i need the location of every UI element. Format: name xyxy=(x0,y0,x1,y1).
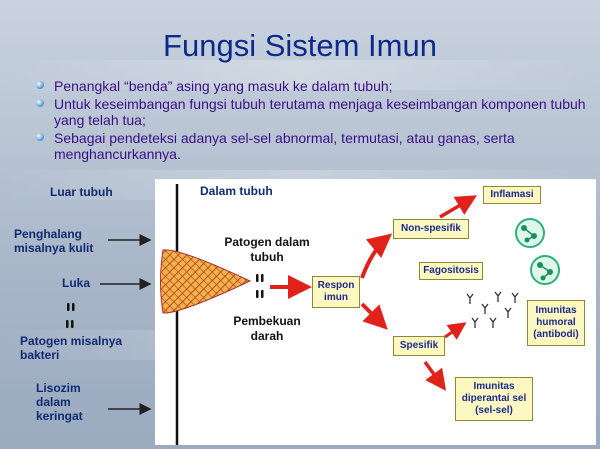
box-phagocytosis: Fagositosis xyxy=(419,262,483,280)
inflammation-cell-icon xyxy=(515,218,545,248)
arrow-to-inflammation xyxy=(439,195,478,219)
bullet-text: Sebagai pendeteksi adanya sel-sel abnorm… xyxy=(54,130,515,162)
box-nonspecific: Non-spesifik xyxy=(393,219,469,239)
label-wound: Luka xyxy=(62,276,91,290)
box-immune-response: Respon imun xyxy=(312,276,360,308)
bullet-dot-icon xyxy=(36,133,44,141)
bullet-item: Penangkal “benda” asing yang masuk ke da… xyxy=(36,78,586,94)
arrow-to-specific xyxy=(360,302,388,330)
wound-cone-icon xyxy=(160,249,252,314)
antibody-icon xyxy=(466,291,519,328)
label-pathogen-inside: Patogen dalam tubuh xyxy=(224,235,310,264)
page-title: Fungsi Sistem Imun xyxy=(163,28,437,63)
box-humoral: Imunitas humoral (antibodi) xyxy=(527,300,585,346)
label-inside-body: Dalam tubuh xyxy=(200,184,273,198)
box-inflammation: Inflamasi xyxy=(483,186,541,204)
box-specific: Spesifik xyxy=(393,336,445,356)
bullet-item: Untuk keseimbangan fungsi tubuh terutama… xyxy=(36,96,586,128)
bullet-text: Penangkal “benda” asing yang masuk ke da… xyxy=(54,78,393,94)
bullet-list: Penangkal “benda” asing yang masuk ke da… xyxy=(36,78,586,164)
arrow-to-nonspecific xyxy=(360,233,393,279)
arrow-to-humoral xyxy=(444,322,467,340)
label-barrier: Penghalang misalnya kulit xyxy=(14,227,94,255)
bullet-text: Untuk keseimbangan fungsi tubuh terutama… xyxy=(54,96,586,128)
phagocyte-cell-icon xyxy=(530,255,560,285)
label-lysozyme: Lisozim dalam keringat xyxy=(36,381,83,423)
label-clotting: Pembekuan darah xyxy=(233,314,301,343)
bullet-dot-icon xyxy=(36,81,44,89)
bullet-dot-icon xyxy=(36,99,44,107)
box-cellular: Imunitas diperantai sel (sel-sel) xyxy=(455,377,533,421)
bullet-item: Sebagai pendeteksi adanya sel-sel abnorm… xyxy=(36,130,586,162)
arrow-to-cellular xyxy=(423,360,447,391)
pathogen-inside-icon xyxy=(256,274,264,298)
label-outside-body: Luar tubuh xyxy=(50,185,113,199)
pathogen-icon xyxy=(66,303,75,328)
label-pathogen: Patogen misalnya bakteri xyxy=(20,334,123,362)
background-cloud xyxy=(0,60,600,90)
